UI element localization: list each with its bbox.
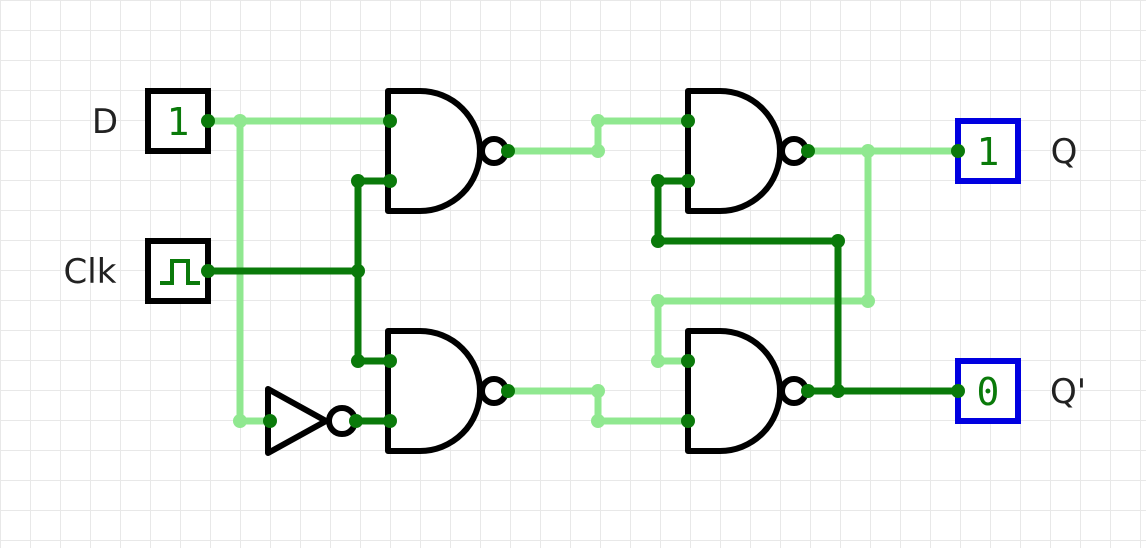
- label-qbar: Q': [1050, 372, 1086, 412]
- output-q-value: 1: [977, 130, 1000, 174]
- nand-gate-2[interactable]: [385, 328, 509, 454]
- label-q: Q: [1051, 132, 1078, 172]
- input-clock[interactable]: [145, 238, 211, 304]
- label-clk: Clk: [64, 252, 117, 292]
- output-qbar: 0: [955, 358, 1021, 424]
- nand-gate-4[interactable]: [685, 328, 809, 454]
- output-q: 1: [955, 118, 1021, 184]
- nand-gate-1[interactable]: [385, 88, 509, 214]
- label-d: D: [92, 102, 118, 142]
- wire-nand2-to-nand4: [504, 387, 692, 425]
- output-qbar-value: 0: [977, 370, 1000, 414]
- clock-square-wave-icon: [160, 259, 200, 285]
- not-gate[interactable]: [265, 386, 358, 456]
- wire-junctions: [201, 114, 965, 428]
- wire-nand1-to-nand3: [504, 117, 692, 155]
- input-d[interactable]: 1: [145, 88, 211, 154]
- input-d-value: 1: [167, 100, 190, 144]
- nand-gate-3[interactable]: [685, 88, 809, 214]
